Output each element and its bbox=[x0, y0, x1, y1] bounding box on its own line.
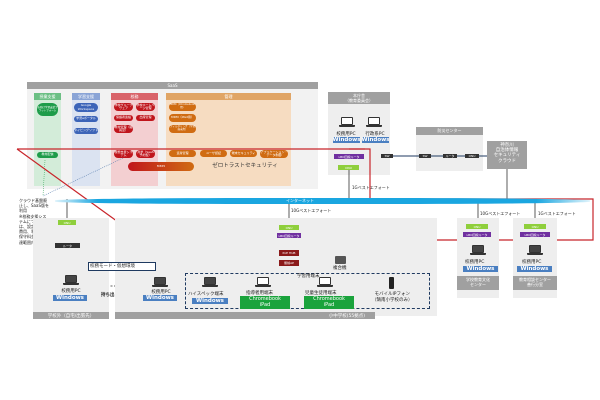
link-speed: 1Gベストエフォート bbox=[352, 185, 390, 190]
lbo-router: LBO回線ルータ bbox=[463, 232, 491, 237]
saas-item: フィルタリング（学習端末用） bbox=[169, 125, 196, 133]
onu: ONU bbox=[58, 220, 76, 225]
os-badge: Chromebook iPad bbox=[304, 296, 354, 309]
os-badge: Windows bbox=[192, 298, 228, 304]
link-speed: 1Gベストエフォート bbox=[538, 211, 576, 216]
os-badge: Windows bbox=[143, 295, 177, 301]
saas-item: 共学（SaaS予約型） bbox=[136, 149, 155, 158]
onu: ONU bbox=[466, 224, 488, 229]
phone-label: モバイルIPフォン （鵠南小学校のみ） bbox=[372, 292, 413, 303]
head-office-title bbox=[328, 92, 390, 104]
os-chromebook: Chromebook bbox=[313, 296, 345, 302]
onu: ONU bbox=[524, 224, 546, 229]
lbo-router: LBO回線ルータ bbox=[277, 233, 301, 238]
saas-link bbox=[42, 159, 46, 197]
learning-devices-title: 学習用端末 bbox=[297, 274, 320, 279]
culture-center-title: 学校教育文化 センター bbox=[457, 276, 499, 290]
onu: ONU bbox=[279, 225, 299, 230]
internet-label: インターネット bbox=[286, 197, 314, 203]
saas-item: 資産管理 bbox=[169, 150, 196, 157]
internet-bar bbox=[55, 198, 590, 204]
os-badge: Windows bbox=[517, 266, 552, 272]
os-badge: Windows bbox=[361, 137, 390, 143]
device-label: 児童生徒用端末 bbox=[305, 291, 337, 296]
os-badge: Windows bbox=[463, 266, 498, 272]
pc-label: 校務用PC bbox=[465, 260, 485, 265]
pc-label: 校務用PC bbox=[61, 289, 81, 294]
saas-item: 教材管理（職員室） bbox=[114, 124, 133, 133]
saas-item: アプリケーション・データ制御 bbox=[260, 149, 288, 158]
saas-item: 出席管理 bbox=[136, 115, 155, 121]
saas-item: 保護者連絡 bbox=[114, 115, 133, 121]
outside-title: 学校外（自宅/出張先） bbox=[33, 312, 109, 319]
link-speed: 10Gベストエフォート bbox=[291, 208, 332, 213]
security-cloud: 神奈川 自治体情報 セキュリティ クラウド bbox=[487, 141, 527, 169]
saas-item: タイピングソフト bbox=[74, 128, 99, 134]
head-office-panel bbox=[328, 92, 390, 175]
printer-icon bbox=[335, 256, 346, 264]
poe-hub: PoE HUB bbox=[279, 250, 299, 256]
saas-item: 教材配信 bbox=[37, 152, 58, 158]
saas-item: MDM（iPad用） bbox=[169, 114, 196, 122]
device-label: 指導者用端末 bbox=[246, 291, 273, 296]
m365-bar: M365 bbox=[128, 162, 194, 171]
lbo-router: LBO回線ルータ bbox=[520, 232, 550, 237]
mode-box-label: 校務モード・仮想環境 bbox=[90, 264, 135, 269]
wireless-ap: 無線AP bbox=[279, 260, 299, 266]
os-ipad: iPad bbox=[259, 301, 271, 308]
onu: ONU bbox=[465, 154, 479, 158]
carry-label: 持ち出し bbox=[101, 293, 119, 298]
saas-item: 校務支援システム bbox=[114, 149, 133, 158]
saas-item: MDM（Chromebook用） bbox=[169, 103, 196, 111]
os-badge: Windows bbox=[332, 137, 361, 143]
os-chromebook: Chromebook bbox=[249, 296, 281, 302]
switch: SW bbox=[419, 154, 431, 158]
disaster-center-title: 防災センター bbox=[416, 127, 483, 135]
saas-item: ユーザ認証 bbox=[200, 150, 227, 157]
pc-label: 校務用PC bbox=[522, 260, 542, 265]
pc-label: 行政系PC bbox=[365, 132, 385, 137]
saas-item: お助け学習支援プラットフォーム bbox=[37, 103, 58, 116]
school-title: 小中学校(55拠点) bbox=[115, 312, 375, 319]
os-ipad: iPad bbox=[323, 301, 335, 308]
saas-item: Google Workspace bbox=[74, 103, 98, 112]
onu: ONU bbox=[338, 165, 359, 170]
saas-col-lesson-title: 授業支援 bbox=[34, 93, 61, 100]
saas-col-school-affairs-title: 校務 bbox=[111, 93, 158, 100]
mobile-phone-icon bbox=[389, 277, 394, 289]
os-badge: Windows bbox=[53, 295, 87, 301]
mode-box bbox=[88, 262, 156, 271]
os-badge: Chromebook iPad bbox=[240, 296, 290, 309]
pc-label: 校務用PC bbox=[336, 132, 356, 137]
switch: SW bbox=[381, 154, 393, 158]
saas-item: 学習eポータル bbox=[74, 116, 98, 122]
saas-item: 端末セキュリティ bbox=[230, 150, 257, 157]
router: ルータ bbox=[443, 154, 457, 158]
lbo-router: LBO回線ルータ bbox=[334, 154, 364, 159]
saas-item: 学校グループウェア bbox=[114, 102, 133, 111]
printer-label: 複合機 bbox=[333, 266, 347, 271]
pc-label: 校務用PC bbox=[151, 290, 171, 295]
saas-col-learning-title: 学習支援 bbox=[72, 93, 100, 100]
edu-center-title: 教育相談センター 善行分室 bbox=[513, 276, 557, 290]
saas-col-management-title: 管理 bbox=[166, 93, 291, 100]
saas-link bbox=[42, 157, 124, 197]
link-speed: 10Gベストエフォート bbox=[480, 211, 521, 216]
saas-item: 学校ホームページ管理 bbox=[136, 102, 155, 111]
zero-trust-label: ゼロトラストセキュリティ bbox=[212, 163, 278, 169]
head-office-title-text: 本庁舎 （教育委員会） bbox=[345, 93, 373, 103]
saas-header: SaaS bbox=[27, 82, 318, 89]
router: ルータ bbox=[55, 243, 80, 248]
device-label: ハイスペック端末 bbox=[188, 292, 224, 297]
